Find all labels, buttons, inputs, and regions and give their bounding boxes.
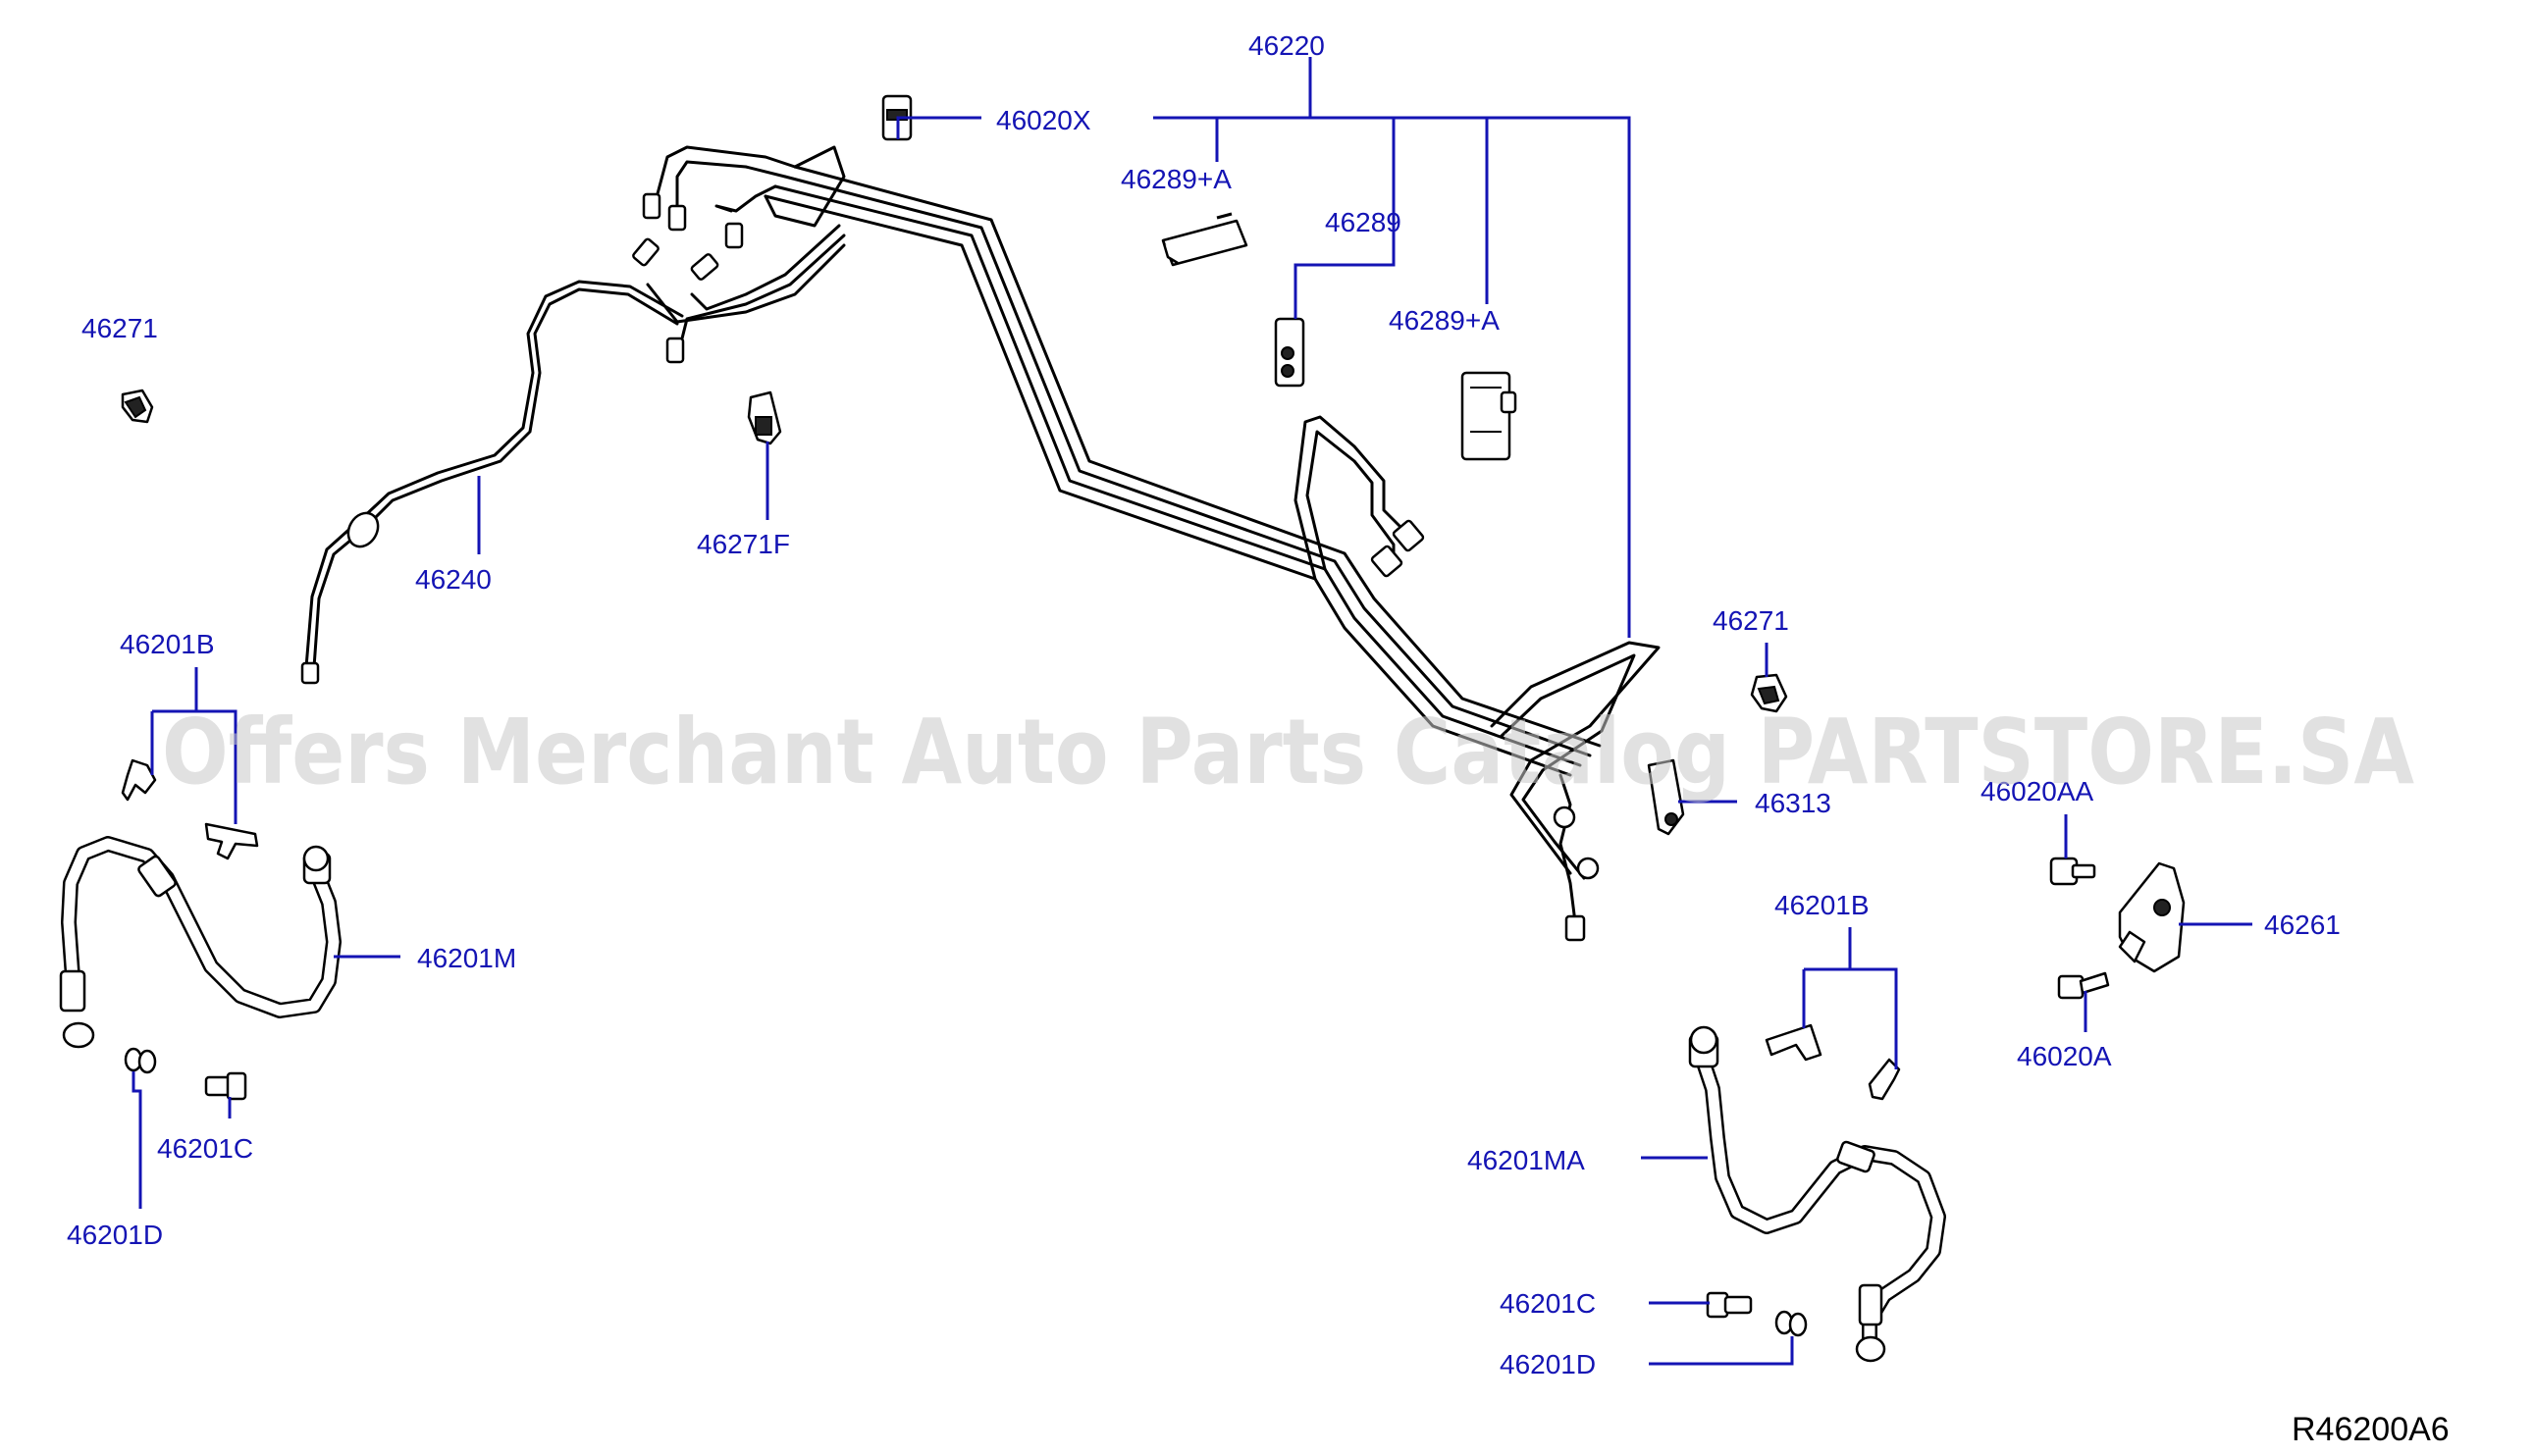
tube-flare-nut — [300, 661, 320, 685]
tube-junction — [1576, 857, 1600, 880]
bracket-46313[interactable] — [1647, 758, 1685, 836]
clip-46289A-lower[interactable] — [1460, 371, 1517, 461]
clip-46271-upper[interactable] — [121, 389, 154, 424]
label-46271-upper[interactable]: 46271 — [81, 313, 158, 343]
leader-lines — [132, 57, 2252, 1366]
bolt-46201C-left[interactable] — [204, 1071, 247, 1101]
tube-grommet — [346, 511, 380, 548]
washer-46201D-left[interactable] — [124, 1047, 157, 1074]
brake-tube-bundle-46220[interactable] — [300, 145, 1661, 942]
brake-hose-46201M[interactable] — [59, 836, 342, 1049]
clip-46271-right[interactable] — [1750, 673, 1788, 713]
label-46201B-right[interactable]: 46201B — [1774, 890, 1870, 920]
tube-flare-nut — [632, 237, 660, 267]
tube-flare-nut — [724, 222, 744, 249]
label-46201M[interactable]: 46201M — [417, 943, 516, 973]
label-46020X[interactable]: 46020X — [996, 105, 1091, 135]
label-46289[interactable]: 46289 — [1325, 207, 1401, 237]
label-46020A[interactable]: 46020A — [2017, 1041, 2112, 1071]
tube-junction — [1553, 806, 1576, 829]
tube-flare-nut — [642, 192, 661, 220]
label-46289A-lower[interactable]: 46289+A — [1389, 305, 1500, 336]
washer-46201D-right[interactable] — [1774, 1310, 1808, 1337]
label-46201D-right[interactable]: 46201D — [1500, 1349, 1596, 1379]
tube-flare-nut — [667, 204, 687, 232]
label-46020AA[interactable]: 46020AA — [1980, 776, 2094, 806]
clip-46271F[interactable] — [747, 390, 782, 445]
tube-flare-nut — [1392, 519, 1425, 552]
clip-46201B-right-a[interactable] — [1765, 1023, 1822, 1062]
label-46201D-left[interactable]: 46201D — [67, 1220, 163, 1250]
label-46201C-left[interactable]: 46201C — [157, 1133, 253, 1164]
tube-flare-nut — [1370, 545, 1403, 578]
watermark: Offers Merchant Auto Parts Catalog PARTS… — [162, 700, 2414, 805]
part-labels: 46220 46020X 46289+A 46289 46289+A 46271… — [67, 30, 2450, 1448]
label-46271F[interactable]: 46271F — [697, 529, 790, 559]
clip-46201B-left-b[interactable] — [204, 822, 259, 860]
label-46271-right[interactable]: 46271 — [1713, 605, 1789, 636]
label-46313[interactable]: 46313 — [1755, 788, 1831, 818]
bolt-46020AA[interactable] — [2049, 857, 2096, 886]
bolt-46201C-right[interactable] — [1706, 1291, 1753, 1319]
label-46201C-right[interactable]: 46201C — [1500, 1288, 1596, 1319]
tube-flare-nut — [665, 337, 685, 364]
label-46201B-left[interactable]: 46201B — [120, 629, 215, 659]
tube-flare-nut — [1564, 914, 1586, 942]
label-46220[interactable]: 46220 — [1248, 30, 1325, 61]
label-46201MA[interactable]: 46201MA — [1467, 1145, 1585, 1175]
bracket-46261[interactable] — [2118, 861, 2186, 973]
label-46289A-upper[interactable]: 46289+A — [1121, 164, 1232, 194]
clip-46201B-left-a[interactable] — [121, 758, 157, 802]
bolt-46020A[interactable] — [2057, 971, 2110, 1000]
clip-46289[interactable] — [1274, 317, 1305, 388]
label-46261[interactable]: 46261 — [2264, 910, 2341, 940]
brake-hose-46201MA[interactable] — [1688, 1025, 1946, 1363]
clip-46289A-upper[interactable] — [1161, 212, 1248, 267]
tube-flare-nut — [690, 253, 719, 281]
clip-46201B-right-b[interactable] — [1868, 1058, 1901, 1101]
label-46240[interactable]: 46240 — [415, 564, 492, 595]
diagram-reference-code: R46200A6 — [2292, 1411, 2450, 1448]
